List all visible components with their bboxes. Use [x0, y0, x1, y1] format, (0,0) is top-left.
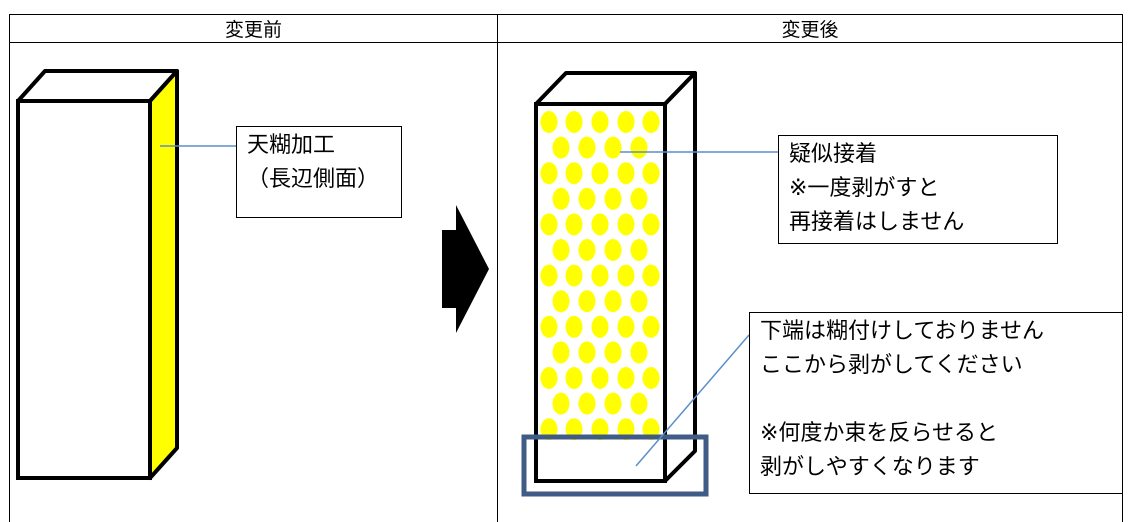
before-box-front-face: [16, 99, 152, 480]
after-top-callout-line-3: 再接着はしません: [789, 210, 965, 235]
adhesive-dot: [630, 187, 648, 210]
adhesive-dot: [578, 239, 596, 261]
adhesive-dot: [630, 136, 648, 159]
adhesive-dot: [630, 290, 648, 313]
before-header: 変更前: [9, 14, 498, 43]
after-top-callout-line-1: 疑似接着: [789, 142, 878, 167]
bottom-edge-highlight: [521, 434, 709, 497]
after-bottom-leader-line: [635, 334, 750, 467]
adhesive-dot: [578, 341, 596, 364]
adhesive-dot: [617, 213, 635, 236]
adhesive-dot: [642, 162, 660, 185]
after-header: 変更後: [497, 14, 1123, 43]
adhesive-dot: [552, 136, 570, 159]
adhesive-dot: [604, 290, 622, 313]
top-strip: [0, 0, 1131, 10]
adhesive-dot: [552, 239, 570, 261]
adhesive-dot: [540, 213, 558, 236]
adhesive-dot: [552, 392, 570, 415]
adhesive-dot: [552, 290, 570, 313]
adhesive-dot: [540, 264, 558, 287]
adhesive-dot: [591, 162, 609, 185]
adhesive-dot: [552, 341, 570, 364]
adhesive-dot: [604, 136, 622, 159]
adhesive-dot: [591, 264, 609, 287]
adhesive-dot: [591, 367, 609, 389]
adhesive-dot: [565, 264, 583, 287]
after-box: [534, 71, 697, 483]
adhesive-dot: [642, 213, 660, 236]
adhesive-dot: [642, 367, 660, 389]
before-callout: 天糊加工 （長辺側面）: [236, 126, 402, 218]
adhesive-dot: [578, 392, 596, 415]
after-bottom-callout-line-4: ※何度か束を反らせると: [760, 421, 998, 446]
before-callout-line-2: （長辺側面）: [247, 167, 380, 192]
adhesive-dot: [617, 162, 635, 185]
adhesive-dot: [630, 392, 648, 415]
after-bottom-callout: 下端は糊付けしておりません ここから剥がしてください ※何度か束を反らせると 剥…: [749, 312, 1123, 494]
adhesive-dot: [617, 264, 635, 287]
before-box: [16, 69, 179, 480]
adhesive-dot: [591, 111, 609, 133]
adhesive-dot: [604, 239, 622, 261]
adhesive-dot: [642, 111, 660, 133]
adhesive-dot: [540, 367, 558, 389]
adhesive-dot: [617, 367, 635, 389]
adhesive-dot: [604, 341, 622, 364]
adhesive-dot: [565, 111, 583, 133]
arrow-shaft: [442, 230, 456, 308]
adhesive-dot: [565, 315, 583, 338]
after-bottom-callout-line-5: 剥がしやすくなります: [760, 455, 980, 480]
adhesive-dot: [540, 162, 558, 185]
arrow-head: [456, 205, 489, 333]
adhesive-dot: [630, 239, 648, 261]
adhesive-dot: [578, 290, 596, 313]
adhesive-dot: [604, 187, 622, 210]
adhesive-dot: [630, 341, 648, 364]
after-top-callout-line-2: ※一度剥がすと: [789, 176, 940, 201]
adhesive-dot: [617, 315, 635, 338]
after-bottom-callout-line-2: ここから剥がしてください: [760, 353, 1023, 378]
after-box-side-face: [663, 71, 697, 483]
after-bottom-callout-line-1: 下端は糊付けしておりません: [760, 319, 1045, 344]
adhesive-dot: [540, 111, 558, 133]
adhesive-dot: [565, 162, 583, 185]
transition-arrow: [442, 205, 489, 333]
adhesive-dot: [565, 367, 583, 389]
adhesive-dot: [578, 187, 596, 210]
adhesive-dot: [552, 187, 570, 210]
after-top-callout: 疑似接着 ※一度剥がすと 再接着はしません: [778, 135, 1058, 244]
adhesive-dot: [642, 315, 660, 338]
adhesive-dot: [617, 111, 635, 133]
adhesive-dot: [565, 213, 583, 236]
before-box-glued-side: [148, 69, 179, 480]
adhesive-dot: [591, 315, 609, 338]
adhesive-dot: [540, 315, 558, 338]
adhesive-dot: [642, 264, 660, 287]
before-callout-line-1: 天糊加工: [247, 133, 336, 158]
after-bottom-callout-line-3: [760, 383, 1112, 417]
adhesive-dot: [578, 136, 596, 159]
adhesive-dot: [591, 213, 609, 236]
adhesive-dot: [604, 392, 622, 415]
